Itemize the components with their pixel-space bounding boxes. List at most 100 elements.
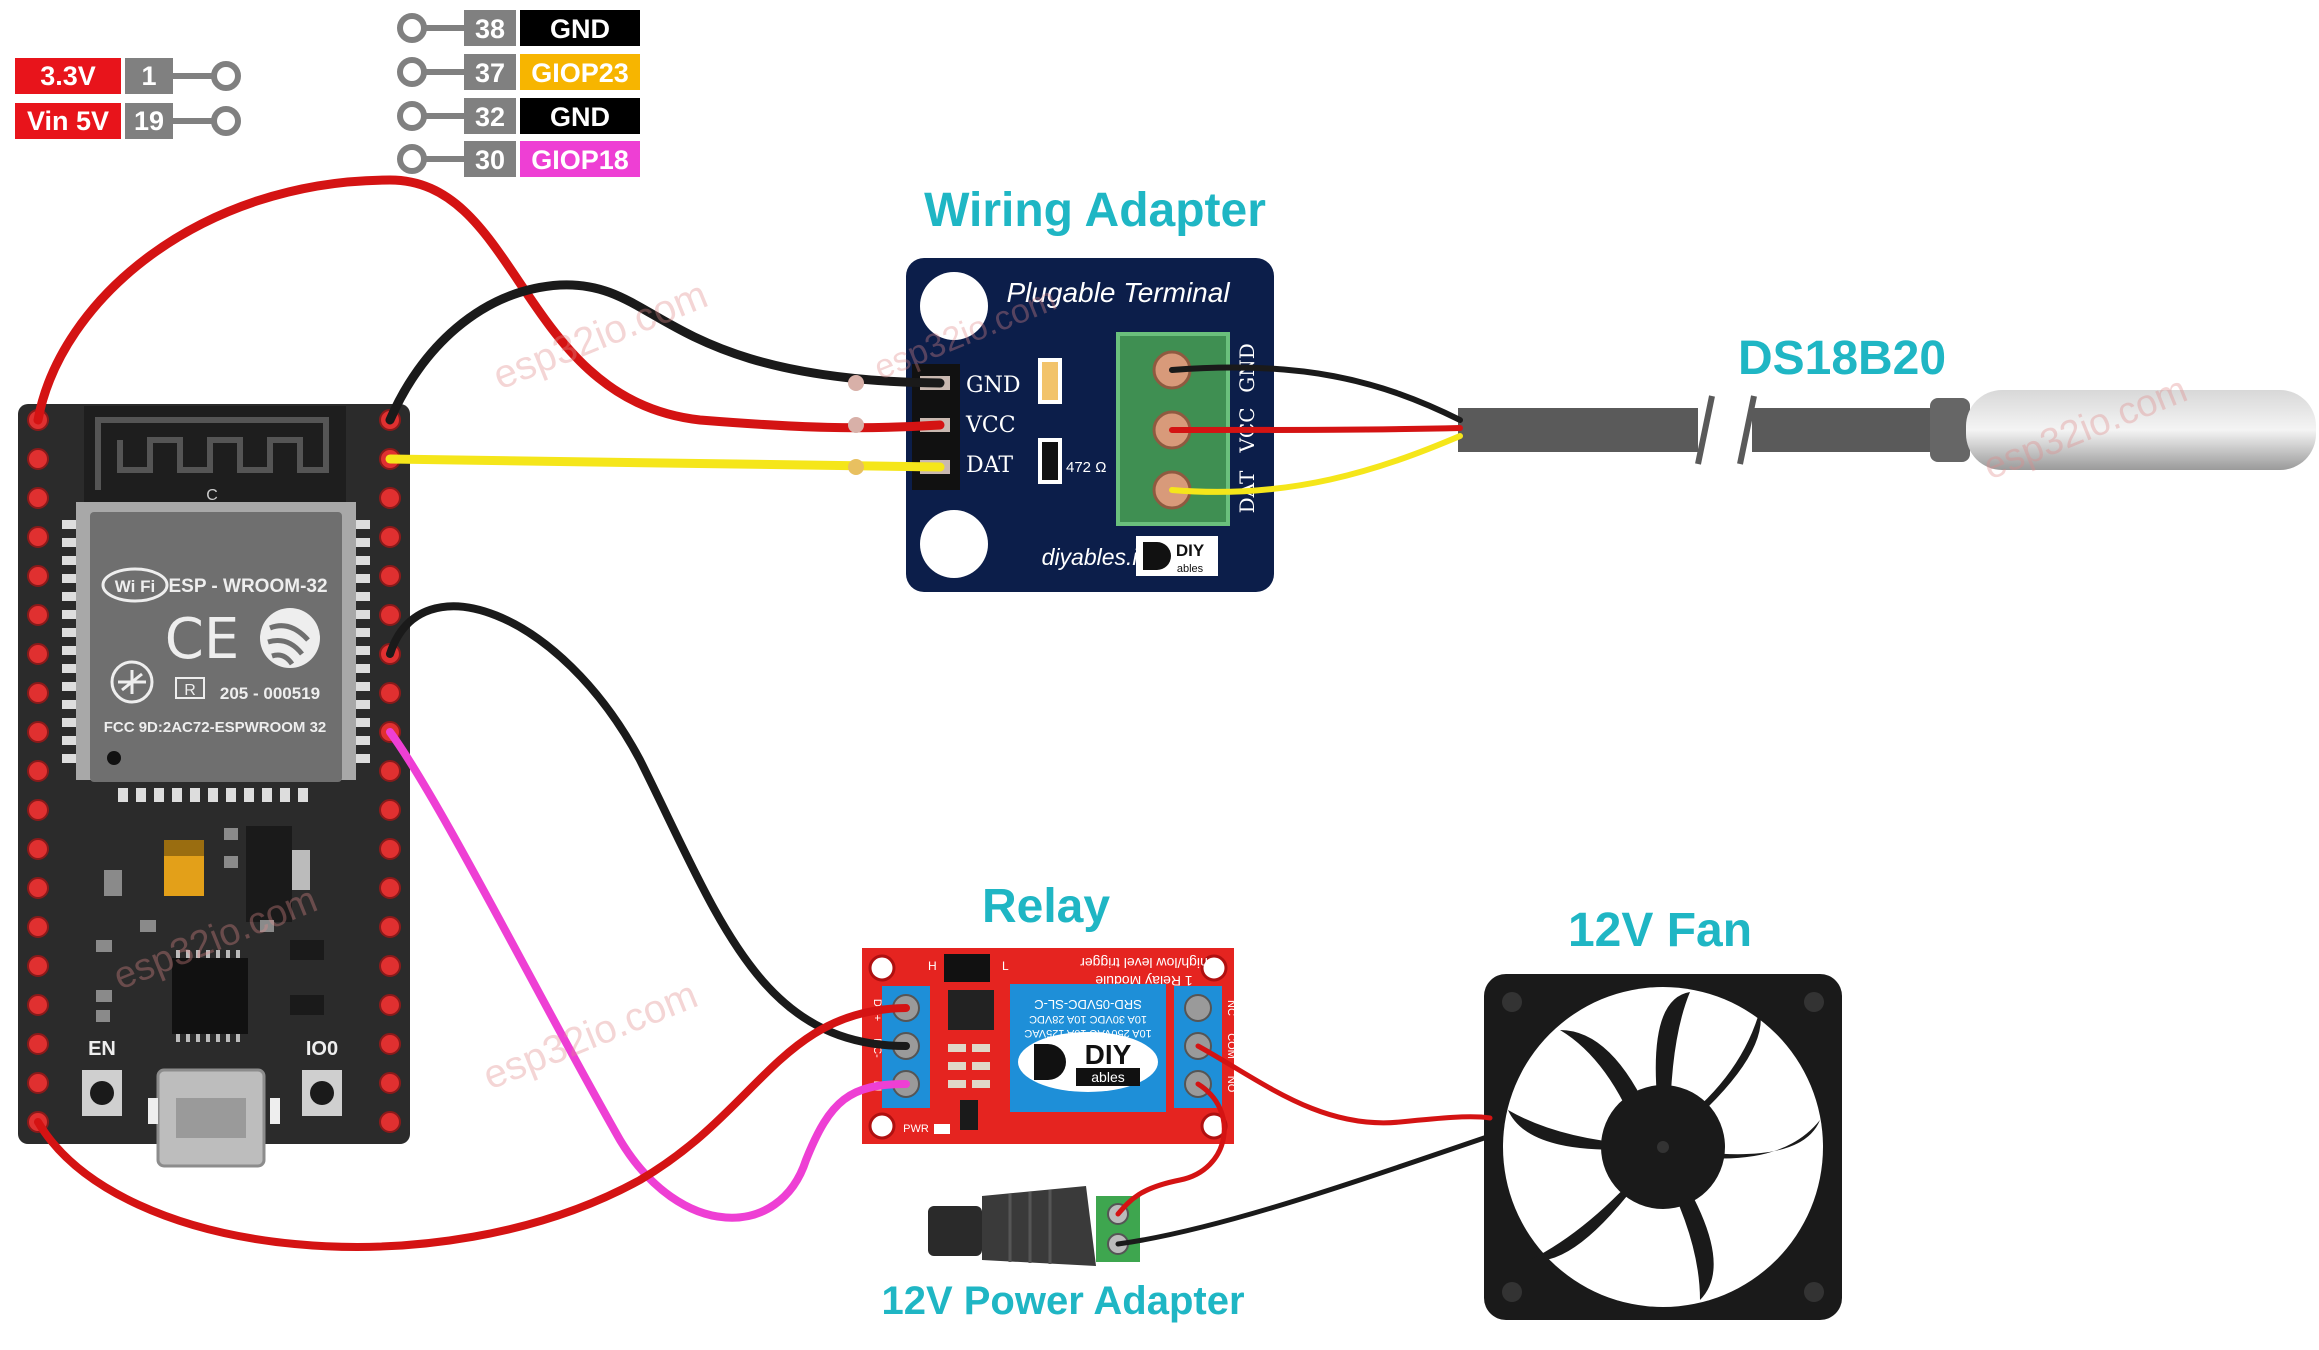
- esp32-chip: [172, 958, 248, 1034]
- relay-hole-tr: [1200, 954, 1228, 982]
- esp32-regulator-tab: [292, 850, 310, 890]
- wifi-logo-icon: [101, 567, 169, 603]
- esp32-r-box: [175, 677, 205, 699]
- esp32-regulator: [246, 826, 292, 922]
- adapter-brand: diyables.io: [1042, 544, 1151, 570]
- legend-32-pin: 32: [475, 102, 505, 132]
- relay-line1: high/low level trigger: [1080, 955, 1208, 971]
- esp32-io0-button[interactable]: [302, 1070, 342, 1116]
- esp32-io0-label: IO0: [306, 1038, 338, 1060]
- esp32-cert: 205 - 000519: [220, 684, 320, 703]
- title-relay: Relay: [982, 880, 1110, 933]
- esp32-ce-mark: CE: [165, 607, 239, 672]
- relay-logo-bottom: ables: [1091, 1069, 1124, 1085]
- wire-sensor-yellow: [1169, 433, 1463, 495]
- fan-hub-center: [1657, 1141, 1669, 1153]
- esp32-small-parts: [96, 828, 324, 1022]
- relay-logo-top: DIY: [1085, 1039, 1132, 1070]
- legend-30-dot: [397, 144, 427, 174]
- fan-hole-tr: [1804, 992, 1824, 1012]
- wire-black-gnd-relay: [386, 602, 910, 1050]
- esp32-led-left: [148, 1098, 158, 1124]
- relay-small-parts: [948, 1044, 990, 1088]
- legend-38-name: GND: [550, 14, 610, 44]
- legend-38-dot: [397, 13, 427, 43]
- legend-top-38: 38 GND: [397, 10, 640, 46]
- telec-mark-icon: [110, 660, 154, 704]
- adapter-pin-end-gnd: [848, 375, 864, 391]
- adapter-pin-vcc: VCC: [965, 413, 1016, 438]
- legend-top-32: 32 GND: [397, 98, 640, 134]
- esp32-module-name: ESP - WROOM-32: [168, 576, 327, 597]
- relay-module: high/low level trigger 1 Relay Module L …: [862, 948, 1237, 1144]
- relay-pin-nc: NC: [1225, 1000, 1237, 1016]
- espressif-logo-icon: [260, 608, 320, 668]
- adapter-diyables-logo-icon: DIY ables: [1136, 536, 1218, 576]
- power-jack-barrel: [928, 1206, 982, 1256]
- wire-red-com-fan: [1195, 1043, 1493, 1126]
- title-wiring-adapter: Wiring Adapter: [924, 184, 1266, 237]
- wires: [33, 175, 1493, 1251]
- legend-left: 3.3V 1 Vin 5V 19: [15, 58, 241, 139]
- fan-hole-bl: [1502, 1282, 1522, 1302]
- legend-vin-name-box: [15, 103, 121, 139]
- legend-37-pin-box: [464, 54, 516, 90]
- esp32-wifi-text: Wi Fi: [115, 577, 155, 596]
- esp32-r-mark: R: [184, 682, 196, 699]
- esp32-en-button[interactable]: [82, 1070, 122, 1116]
- legend-top-37: 37 GIOP23: [397, 54, 640, 90]
- wire-black-gnd-adapter: [385, 280, 945, 425]
- probe-cable-break: [1695, 395, 1757, 465]
- wire-sensor-black: [1169, 364, 1463, 423]
- esp32-module-pads: [62, 520, 370, 802]
- esp32-pin1-dot: [107, 751, 121, 765]
- title-12v-power-adapter: 12V Power Adapter: [881, 1279, 1244, 1323]
- relay-pin-no: NO: [1225, 1076, 1237, 1093]
- legend-3v3-name: 3.3V: [40, 61, 96, 91]
- title-ds18b20: DS18B20: [1738, 332, 1946, 385]
- wire-red-no-jack: [1115, 1081, 1227, 1217]
- esp32-antenna-trace: [95, 417, 329, 490]
- legend-left-vin: Vin 5V 19: [15, 103, 241, 139]
- adapter-resistor: [1038, 438, 1062, 484]
- adapter-logo-bottom: ables: [1177, 563, 1204, 575]
- legend-left-3v3: 3.3V 1: [15, 58, 241, 94]
- esp32-chip-pins: [176, 950, 240, 1042]
- relay-optocoupler: [948, 990, 994, 1030]
- adapter-hole-bl: [920, 510, 988, 578]
- adapter-pin-end-dat: [848, 459, 864, 475]
- relay-body-text1: SRD-05VDC-SL-C: [1034, 997, 1142, 1012]
- wire-black-jack-fan: [1115, 1133, 1493, 1247]
- wiring-adapter-board: Plugable Terminal GND VCC DAT 472 Ω GND …: [906, 258, 1274, 592]
- wire-red-vin-relay: [34, 1004, 910, 1251]
- relay-pin-com: COM: [1225, 1033, 1237, 1059]
- adapter-resistor-value: 472 Ω: [1066, 459, 1106, 476]
- legend-top: 38 GND 37 GIOP23 32 GND 30 GIOP18: [397, 10, 640, 177]
- legend-top-30: 30 GIOP18: [397, 141, 640, 177]
- relay-diyables-logo-icon: DIY ables: [1018, 1032, 1158, 1092]
- legend-vin-pin: 19: [134, 106, 164, 136]
- esp32-left-pins: [27, 409, 49, 1133]
- power-jack-ridges: [1008, 1190, 1052, 1264]
- title-12v-fan: 12V Fan: [1568, 904, 1752, 957]
- fan-hole-br: [1804, 1282, 1824, 1302]
- legend-37-name-box: [520, 54, 640, 90]
- legend-vin-pin-box: [125, 103, 173, 139]
- legend-38-pin: 38: [475, 14, 505, 44]
- probe-cable-right: [1752, 408, 1942, 452]
- legend-30-pin-box: [464, 141, 516, 177]
- relay-jumper: [944, 954, 990, 982]
- relay-transistor: [960, 1100, 978, 1130]
- relay-hole-bl: [868, 1112, 896, 1140]
- legend-38-pin-box: [464, 10, 516, 46]
- legend-38-name-box: [520, 10, 640, 46]
- wire-red-3v3-vcc: [33, 175, 945, 433]
- legend-3v3-dot: [211, 61, 241, 91]
- legend-3v3-pin: 1: [141, 61, 156, 91]
- legend-32-name-box: [520, 98, 640, 134]
- probe-tip: [1966, 390, 2316, 470]
- ds18b20-probe: [1458, 390, 2316, 470]
- adapter-led: [1038, 358, 1062, 404]
- legend-32-name: GND: [550, 102, 610, 132]
